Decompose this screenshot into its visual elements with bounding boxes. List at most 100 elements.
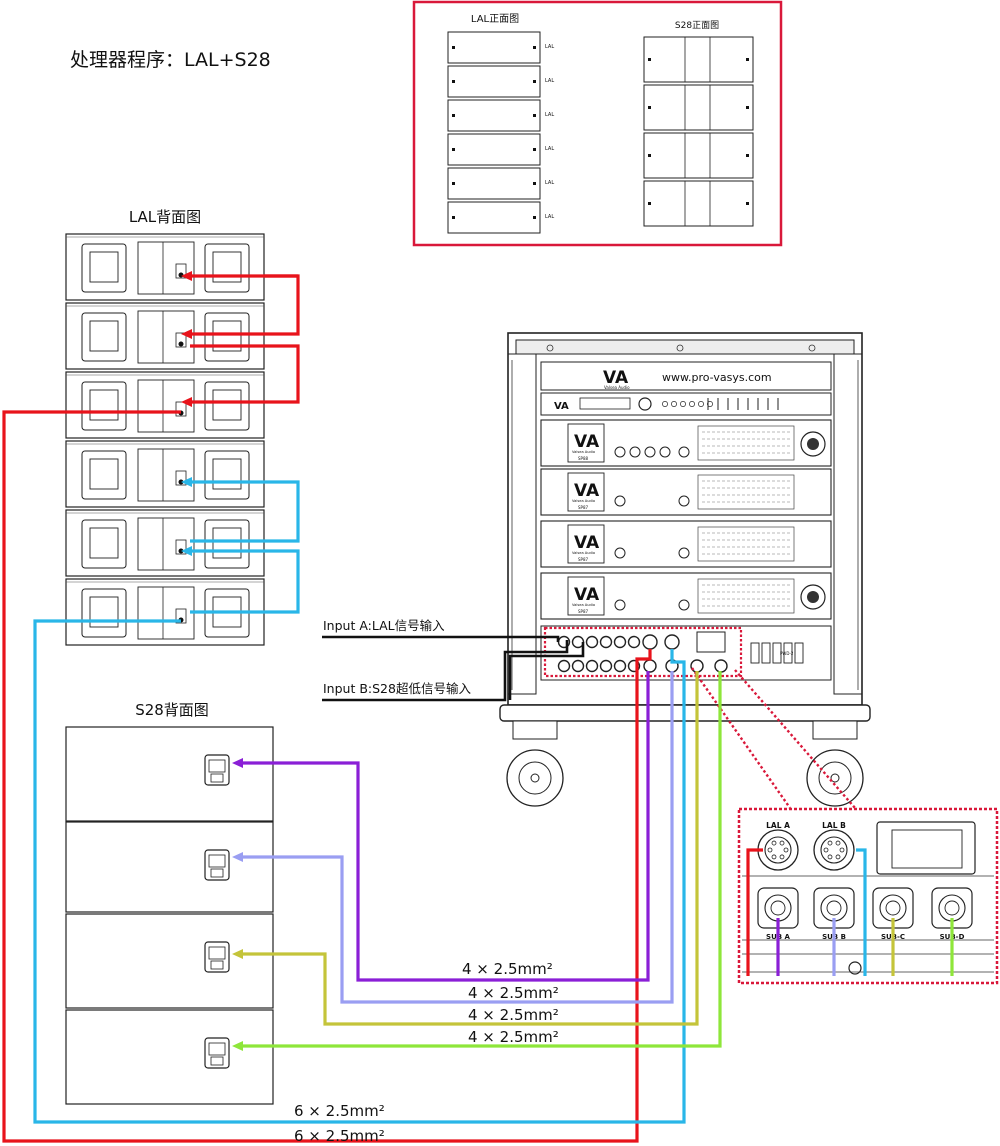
rack-top-rail (515, 339, 855, 355)
amp-power-knob (678, 495, 690, 507)
lal-front-side-label: LAL (545, 112, 554, 118)
amp-vent (697, 425, 795, 461)
rack-lal-b-connector (664, 634, 680, 650)
sub-c-feed-arrow (232, 949, 243, 959)
amp-model: SP88 (578, 456, 588, 461)
lal-front-box (447, 65, 541, 98)
lal-front-side-label: LAL (545, 214, 554, 220)
s28-rear-cabinet (65, 821, 274, 913)
caster-bracket (512, 720, 558, 740)
lal-rear-stack (65, 233, 265, 646)
sub-a-feed (242, 671, 650, 982)
breaker-switch (783, 642, 793, 664)
connector-detail-panel: LAL A LAL B SUB A SUB B SUB-C SUB-D (691, 667, 999, 985)
input-a-label: Input A:LAL信号输入 (323, 618, 445, 633)
amp-knob (629, 446, 641, 458)
rack-lal-a-connector (642, 634, 658, 650)
amp-brand: Valsea Audio (572, 603, 595, 607)
amp-brand: Valsea Audio (572, 551, 595, 555)
amp-model: SP87 (578, 609, 588, 614)
page-title: 处理器程序：LAL+S28 (70, 49, 271, 71)
lal-rear-title: LAL背面图 (129, 208, 201, 226)
rack-output-xlr (585, 659, 599, 673)
lal-a-label: LAL A (766, 821, 790, 830)
sub-c-feed (242, 671, 699, 1026)
detail-lal-a-wire (746, 848, 763, 976)
lal-front-box (447, 99, 541, 132)
amp-logo-box (567, 472, 605, 512)
s28-front-box (643, 132, 754, 179)
s28-front-box (643, 84, 754, 131)
processor-display (579, 397, 631, 410)
rack-input-xlr (599, 635, 613, 649)
lal-rear-connector (175, 539, 187, 555)
input-b-label: Input B:S28超低信号输入 (323, 681, 471, 696)
amp-logo: VA (574, 432, 600, 452)
rack-output-xlr (613, 659, 627, 673)
cable-label-lal-a: 6 × 2.5mm² (294, 1127, 385, 1145)
amp-vent (697, 578, 795, 614)
amp-power-knob (678, 446, 690, 458)
amp-knob (659, 446, 671, 458)
breaker-switch (761, 642, 771, 664)
lal-front-box (447, 31, 541, 64)
lal-front-side-label: LAL (545, 146, 554, 152)
lal-front-box (447, 133, 541, 166)
speaker-cables (2, 271, 954, 1143)
lal-a-link-2 (190, 344, 300, 404)
lal-b-link-1-arrow (181, 477, 192, 487)
sub-d-feed (242, 671, 722, 1048)
amp-brand: Valsea Audio (572, 450, 595, 454)
amp-knob (614, 599, 626, 611)
lal-b-link-2 (190, 549, 300, 614)
cable-label-sub-d: 4 × 2.5mm² (468, 1028, 559, 1046)
lal-a-link-2-arrow (181, 397, 192, 407)
lal-b-link-2-arrow (181, 546, 192, 556)
lal-a-feed (2, 410, 652, 1143)
lal-rear-connector (175, 608, 187, 624)
s28-front-stack (643, 36, 754, 227)
lal-a-link-1-arrow (181, 329, 192, 339)
front-view-frame (412, 0, 783, 247)
amp-vent (697, 526, 795, 562)
brand-subtitle: Valsea Audio (604, 385, 630, 390)
s28-rear-stack (65, 726, 274, 1105)
s28-rear-cabinet (65, 1009, 274, 1105)
amp-vent (697, 474, 795, 510)
brand-url: www.pro-vasys.com (662, 371, 772, 384)
lal-rear-connector (175, 263, 187, 279)
rack-input-xlr (585, 635, 599, 649)
s28-rear-title: S28背面图 (135, 701, 209, 719)
rack-sub-connector (714, 659, 728, 673)
amp-logo: VA (574, 585, 600, 605)
lal-rear-connector (175, 332, 187, 348)
detail-ground-screw (848, 961, 862, 975)
s28-rear-cabinet (65, 913, 274, 1009)
processor-unit (540, 392, 832, 416)
amp-model: SP87 (578, 557, 588, 562)
input-signal-lines: Input A:LAL信号输入 Input B:S28超低信号输入 (322, 618, 585, 702)
brand-logo: VA (603, 368, 629, 388)
rack-output-xlr (557, 659, 571, 673)
rack-right-side (833, 353, 863, 695)
lal-b-link-1 (190, 480, 300, 543)
sub-d-feed-arrow (232, 1041, 243, 1051)
amp-knob (614, 495, 626, 507)
rack-left-side (507, 353, 537, 695)
equipment-rack: VA Valsea Audio www.pro-vasys.com VA VAV… (499, 332, 871, 807)
rack-input-xlr (613, 635, 627, 649)
breaker-switch (750, 642, 760, 664)
amp-power-knob (678, 599, 690, 611)
rack-io-screen (696, 631, 726, 653)
amp-logo-box (567, 524, 605, 564)
lal-front-box (447, 167, 541, 200)
cable-label-sub-c: 4 × 2.5mm² (468, 1006, 559, 1024)
sub-a-feed-arrow (232, 758, 243, 768)
cable-label-sub-a: 4 × 2.5mm² (462, 960, 553, 978)
rack-wheels (506, 720, 864, 807)
svg-text:VA: VA (554, 401, 569, 412)
cable-label-sub-b: 4 × 2.5mm² (468, 984, 559, 1002)
lal-front-title: LAL正面图 (471, 13, 519, 25)
amp-logo-box (567, 423, 605, 463)
